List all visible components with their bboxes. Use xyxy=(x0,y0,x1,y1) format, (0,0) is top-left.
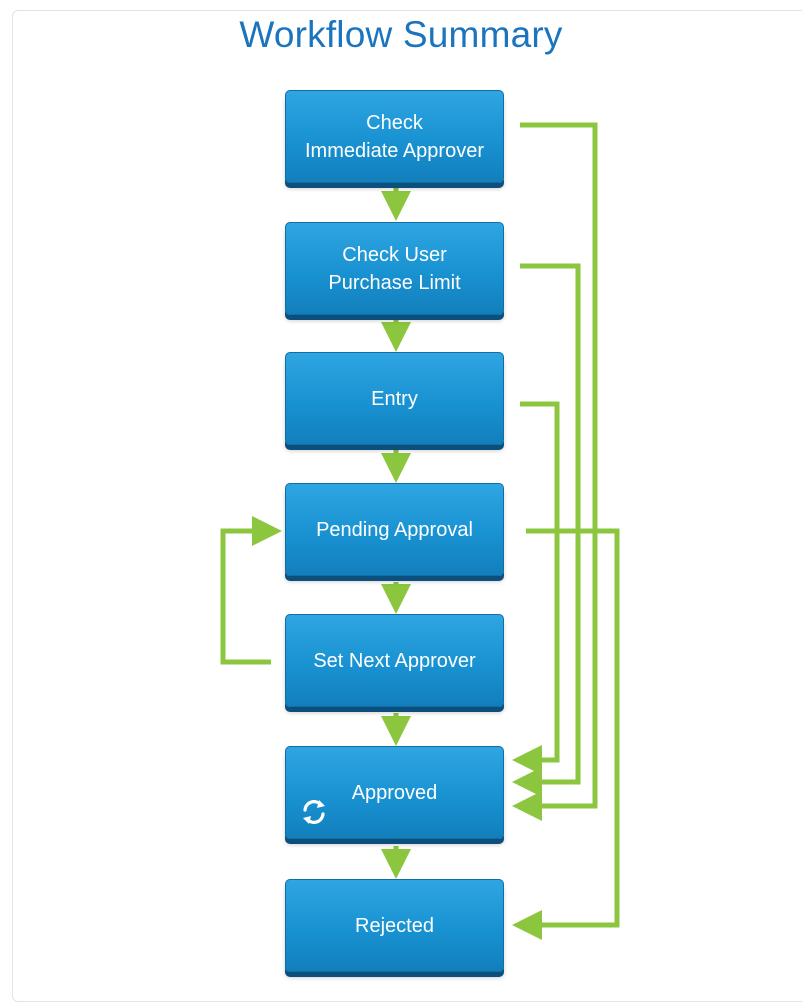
arrow-check-immediate-to-approved xyxy=(512,122,598,821)
node-label: Check Immediate Approver xyxy=(305,111,484,162)
arrow-pending-to-rejected xyxy=(512,528,620,940)
arrow-entry-to-approved xyxy=(512,401,560,775)
arrow-loop-set-next-to-pending xyxy=(220,516,282,665)
node-label: Entry xyxy=(371,387,418,410)
node-label: Approved xyxy=(351,781,438,804)
node-approved: Approved xyxy=(285,746,504,839)
node-label: Set Next Approver xyxy=(313,649,476,672)
node-pending-approval: Pending Approval xyxy=(285,483,504,576)
node-entry: Entry xyxy=(285,352,504,445)
diagram-title: Workflow Summary xyxy=(239,14,563,55)
arrow-check-user-to-approved xyxy=(512,263,581,797)
node-rejected: Rejected xyxy=(285,879,504,972)
node-label: Rejected xyxy=(355,914,434,937)
node-label: Check User Purchase Limit xyxy=(328,243,461,294)
node-check-user-purchase-limit: Check User Purchase Limit xyxy=(285,222,504,315)
node-set-next-approver: Set Next Approver xyxy=(285,614,504,707)
node-check-immediate-approver: Check Immediate Approver xyxy=(285,90,504,183)
node-label: Pending Approval xyxy=(316,518,473,541)
sync-icon xyxy=(303,800,325,824)
